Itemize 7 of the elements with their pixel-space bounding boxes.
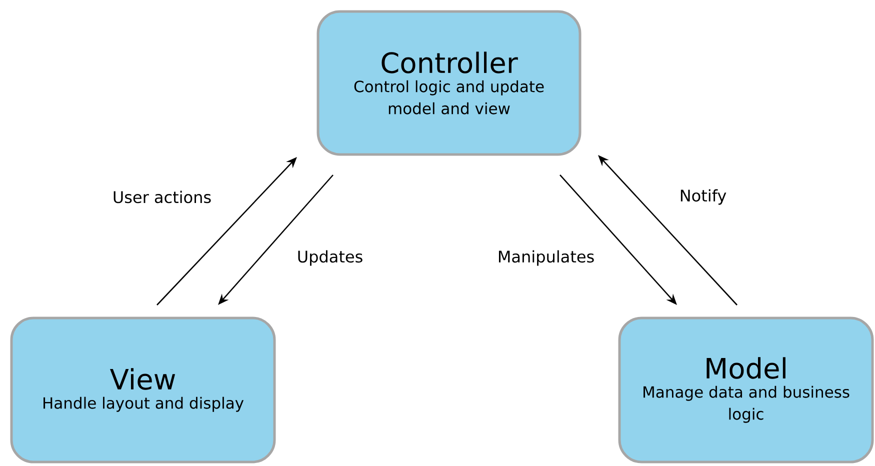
- edge-label: Manipulates: [498, 250, 594, 266]
- edge-label: Notify: [680, 189, 726, 205]
- edge-label: User actions: [114, 190, 211, 204]
- process-box: Model Manage data and business logic: [618, 316, 874, 464]
- process-box: View Handle layout and display: [10, 316, 276, 464]
- edge-label: Updates: [298, 250, 362, 266]
- process-box: Controller Control logic and update model and view: [316, 10, 582, 156]
